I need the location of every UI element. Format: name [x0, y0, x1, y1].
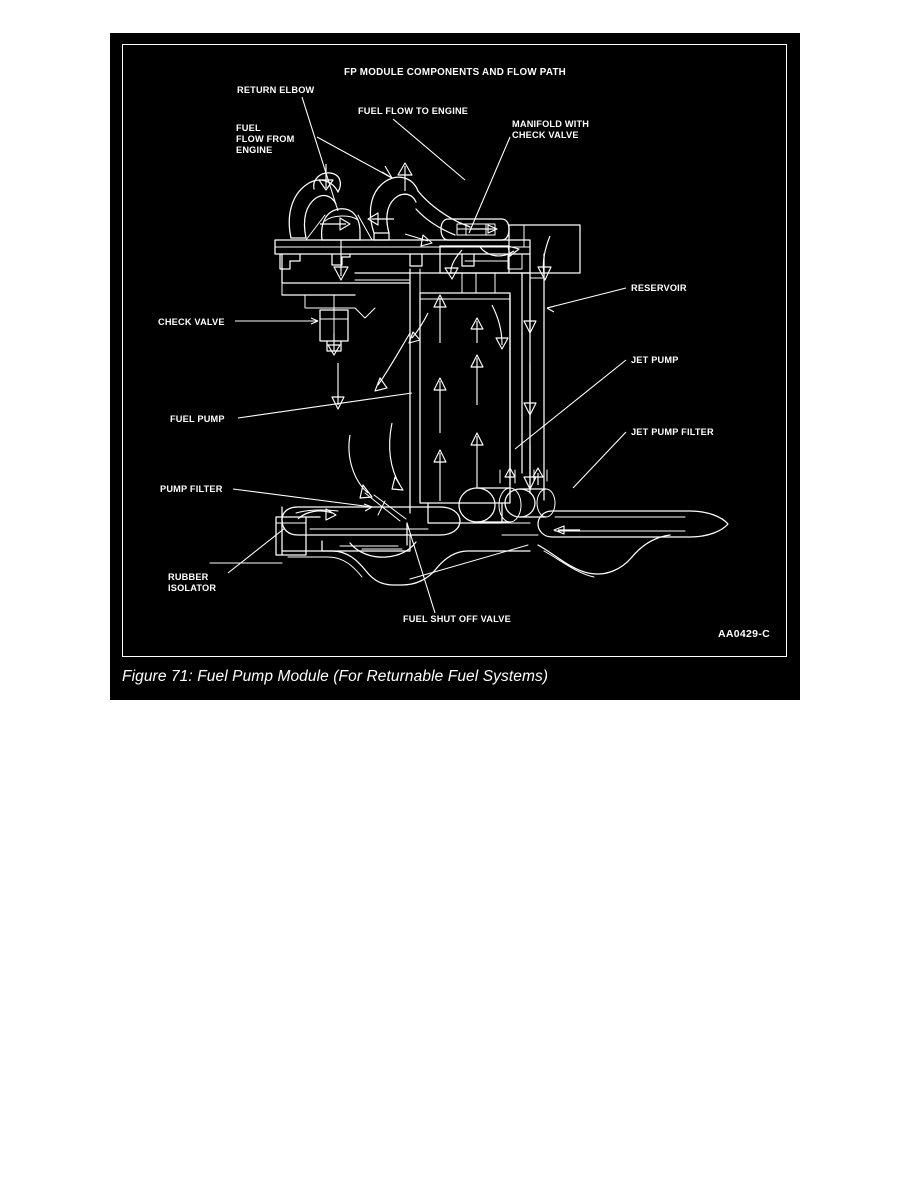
fuel-outlet-elbow [367, 162, 471, 247]
internal-flow-arrows [331, 283, 537, 501]
caption-band: Figure 71: Fuel Pump Module (For Returna… [110, 658, 800, 700]
label-return-elbow: RETURN ELBOW [237, 85, 315, 95]
diagram-title: FP MODULE COMPONENTS AND FLOW PATH [344, 67, 566, 78]
label-check-valve: CHECK VALVE [158, 317, 225, 327]
label-manifold-with-check-valve-line1: MANIFOLD WITH [512, 119, 589, 129]
check-valve-body [305, 294, 376, 356]
jet-pump-filter [537, 510, 729, 538]
jet-pump-assembly [458, 467, 556, 523]
manifold-with-check-valve [440, 218, 510, 241]
module-base-plate [281, 506, 539, 556]
label-manifold-with-check-valve-line2: CHECK VALVE [512, 130, 579, 140]
panel-inner-border [122, 44, 787, 657]
label-rubber-isolator-line2: ISOLATOR [168, 583, 216, 593]
figure-caption: Figure 71: Fuel Pump Module (For Returna… [122, 668, 549, 685]
label-fuel-flow-to-engine: FUEL FLOW TO ENGINE [358, 106, 468, 116]
reservoir-flow-channels [461, 272, 523, 474]
label-pump-filter: PUMP FILTER [160, 484, 223, 494]
drawing-code: AA0429-C [718, 628, 770, 640]
leader-lines [227, 96, 627, 614]
rubber-isolator [275, 516, 321, 556]
label-fuel-flow-from-engine-line1: FUEL [236, 123, 261, 133]
label-fuel-pump: FUEL PUMP [170, 414, 225, 424]
label-jet-pump: JET PUMP [631, 355, 679, 365]
return-elbow-dome [305, 208, 373, 281]
label-fuel-flow-from-engine-line2: FLOW FROM [236, 134, 295, 144]
label-rubber-isolator-line1: RUBBER [168, 572, 209, 582]
figure-panel: FP MODULE COMPONENTS AND FLOW PATH FUEL … [110, 33, 800, 700]
diagram-drawing-area: FP MODULE COMPONENTS AND FLOW PATH FUEL … [110, 33, 800, 658]
fuel-inlet-elbow [288, 164, 351, 239]
label-reservoir: RESERVOIR [631, 283, 687, 293]
fuel-pump-canister [419, 292, 511, 524]
lower-hoses [209, 534, 671, 586]
label-fuel-flow-from-engine-line3: ENGINE [236, 145, 272, 155]
label-fuel-shut-off-valve: FUEL SHUT OFF VALVE [403, 614, 511, 624]
fuel-pump-module-assembly [209, 162, 729, 586]
label-jet-pump-filter: JET PUMP FILTER [631, 427, 714, 437]
